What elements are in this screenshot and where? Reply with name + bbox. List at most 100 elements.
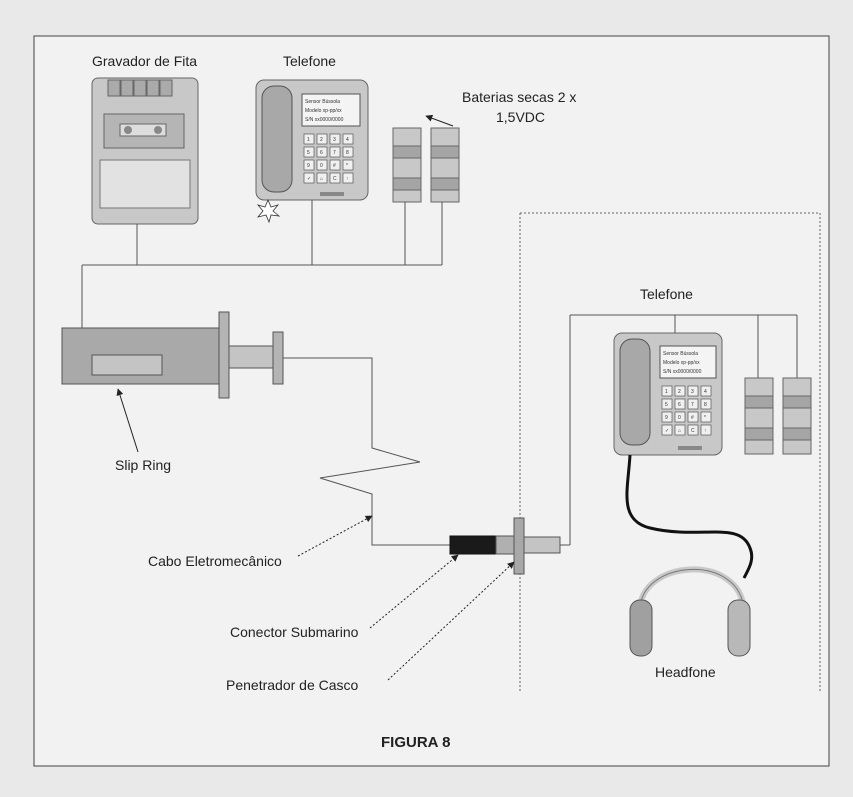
label-gravador: Gravador de Fita [92,53,197,69]
enclosure-outline [519,212,821,693]
headphones-icon [629,566,751,657]
ringer-icon [256,198,281,224]
keypad-right-key [674,385,686,397]
label-conector: Conector Submarino [230,624,359,640]
keypad-top-key [316,146,328,158]
keypad-top-key-label: 0 [320,163,323,169]
keypad-right-key [700,385,712,397]
keypad-top-key-label: C [333,176,337,182]
label-baterias-line2: 1,5VDC [496,109,545,125]
keypad-right-key-label: 7 [691,402,694,408]
keypad-top-key [316,159,328,171]
leader-arrows [116,114,515,681]
keypad-right-key-label: ✓ [665,428,669,434]
keypad-top-key-label: 4 [346,137,349,143]
keypad-right-key-label: 5 [665,402,668,408]
keypad-right-key [674,398,686,410]
phone-display-line3: S/N xx0000/0000 [305,117,344,123]
phone-right-display-line2: Modelo xp-pp/xx [663,360,700,366]
keypad-right-key-label: 0 [678,415,681,421]
hull-penetrator-icon [513,517,561,575]
keypad-top-key-label: 8 [346,150,349,156]
label-cabo: Cabo Eletromecânico [148,553,282,569]
arrow-baterias [425,114,454,127]
electromechanical-cable [283,357,450,546]
keypad-right-key [700,424,712,436]
keypad-right-key [661,398,673,410]
keypad-right-key-label: 4 [704,389,707,395]
keypad-right-key [700,398,712,410]
keypad-top-key [316,172,328,184]
keypad-right-key-label: * [704,415,706,421]
label-telefone-top: Telefone [283,53,336,69]
keypad-top-key [342,146,354,158]
keypad-top-key-label: ✓ [307,176,311,182]
keypad-right-key-label: # [691,415,694,421]
keypad-top-key-label: 1 [307,137,310,143]
phone-display-line1: Sensor Bússola [305,99,340,105]
keypad-right-key [687,385,699,397]
keypad-top-key [329,146,341,158]
battery-pair-top-icon [392,127,460,203]
phone-right-display-line1: Sensor Bússola [663,351,698,357]
keypad-top-key-label: 9 [307,163,310,169]
keypad-right-key [700,411,712,423]
telephone-top-icon: Sensor Bússola Modelo xp-pp/xx S/N xx000… [255,79,369,224]
tape-recorder-icon [91,77,199,225]
keypad-right-key-label: 2 [678,389,681,395]
keypad-right-key [687,424,699,436]
keypad-right-key-label: 3 [691,389,694,395]
keypad-right-key-label: ↑ [704,428,707,434]
label-headfone: Headfone [655,664,716,680]
figure-caption: FIGURA 8 [381,734,450,751]
keypad-right-key [661,385,673,397]
label-telefone-right: Telefone [640,286,693,302]
keypad-top-key-label: ⌂ [320,176,323,182]
keypad-top-key-label: ↑ [346,176,349,182]
keypad-right-key-label: 9 [665,415,668,421]
keypad-top-key [329,133,341,145]
arrow-slip-ring [116,388,139,453]
keypad-top-key [303,133,315,145]
label-baterias-line1: Baterias secas 2 x [462,89,576,105]
keypad-right-key [661,411,673,423]
keypad-right-key-label: 8 [704,402,707,408]
keypad-top-key [342,133,354,145]
slip-ring-icon [61,311,284,399]
keypad-top-key [342,172,354,184]
battery-pair-right-icon [744,377,812,455]
keypad-top-key-label: 3 [333,137,336,143]
top-wiring [81,200,443,328]
keypad-right-key-label: 6 [678,402,681,408]
arrow-conector [369,554,459,629]
telephone-right-icon: Sensor Bússola Modelo xp-pp/xx S/N xx000… [613,332,723,456]
headphone-cable [625,454,754,579]
keypad-right-key [687,398,699,410]
keypad-top-key [329,172,341,184]
keypad-top-key [342,159,354,171]
phone-display-line2: Modelo xp-pp/xx [305,108,342,114]
keypad-right-key [687,411,699,423]
keypad-top-key-label: 7 [333,150,336,156]
keypad-right-key-label: ⌂ [678,428,681,434]
keypad-top-key [303,146,315,158]
label-slip-ring: Slip Ring [115,457,171,473]
keypad-right-key [674,424,686,436]
label-penetrador: Penetrador de Casco [226,677,359,693]
keypad-right-key [661,424,673,436]
keypad-top-key [303,172,315,184]
keypad-right-key-label: 1 [665,389,668,395]
keypad-top-key-label: 6 [320,150,323,156]
keypad-top-key-label: 5 [307,150,310,156]
keypad-top-key-label: * [346,163,348,169]
submarine-connector-icon [449,535,515,555]
keypad-top-key [316,133,328,145]
keypad-top-key [329,159,341,171]
phone-right-display-line3: S/N xx0000/0000 [663,369,702,375]
keypad-right-key [674,411,686,423]
keypad-top-key-label: # [333,163,336,169]
